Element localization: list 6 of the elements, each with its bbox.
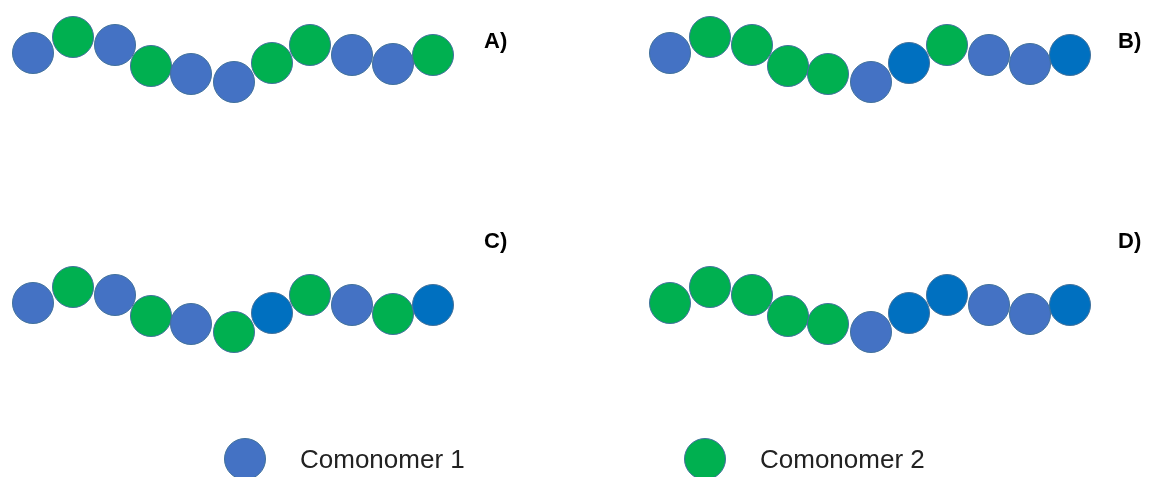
legend-label: Comonomer 1 — [300, 446, 465, 472]
panel-label: D) — [1118, 230, 1142, 252]
panel-label: B) — [1118, 30, 1142, 52]
panel-label: C) — [484, 230, 508, 252]
legend-label: Comonomer 2 — [760, 446, 925, 472]
panel-label: A) — [484, 30, 508, 52]
